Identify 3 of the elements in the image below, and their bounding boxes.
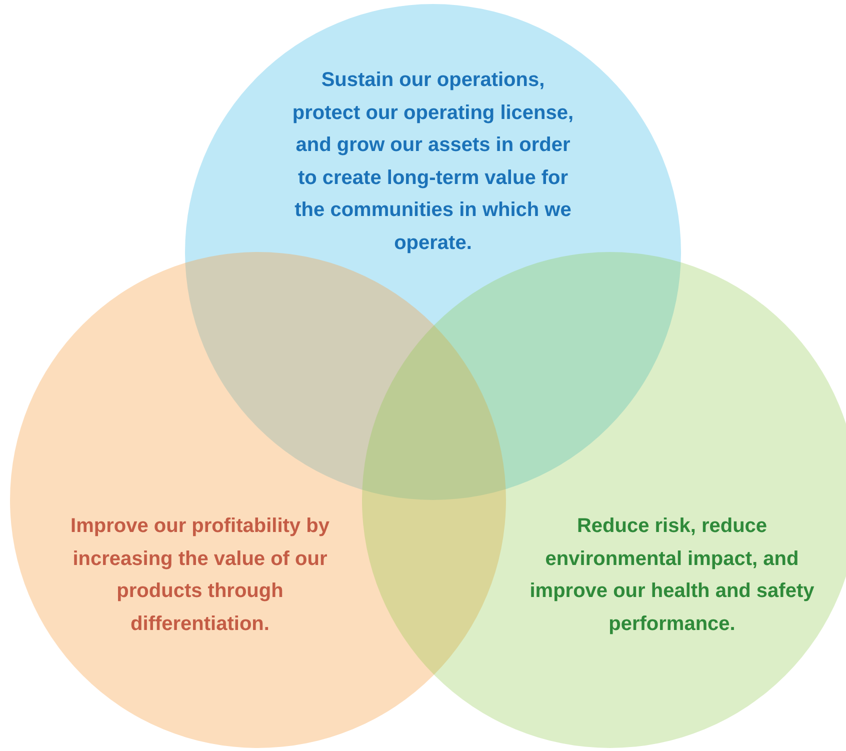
circle-text: Improve our profitability by increasing the value of our products through differentiation. bbox=[70, 514, 330, 636]
circle-text: Sustain our operations, protect our operating license, and grow our assets in order to create long-term value for the communities in which we operate. bbox=[291, 68, 575, 256]
circle-text: Reduce risk, reduce environmental impact, and improve our health and safety performance. bbox=[528, 514, 816, 636]
